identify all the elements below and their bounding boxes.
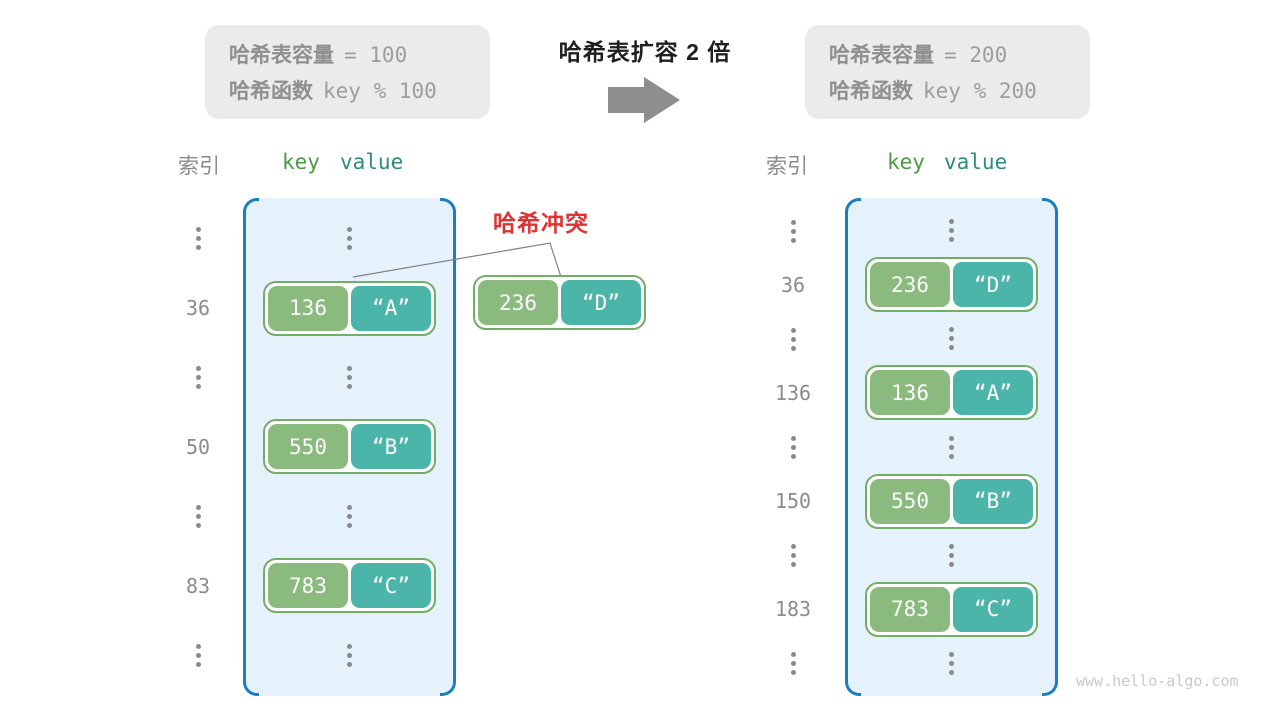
left-index-column: 36 50 83	[168, 198, 228, 696]
bucket-row: 783 “C”	[845, 581, 1058, 637]
left-value-header: value	[340, 150, 404, 174]
ellipsis-dots	[845, 312, 1058, 365]
bracket-right	[1042, 198, 1058, 696]
index-label: 183	[774, 597, 812, 621]
hash-table-after: 236 “D” 136 “A” 550 “B”	[845, 198, 1058, 696]
key-value-pair: 136 “A”	[865, 365, 1038, 421]
key-cell: 550	[268, 424, 348, 470]
collision-label: 哈希冲突	[493, 210, 589, 236]
hash-table-before: 136 “A” 550 “B” 783 “C”	[243, 198, 456, 696]
bracket-left	[845, 198, 861, 696]
right-index-header: 索引	[766, 155, 808, 178]
bracket-right	[440, 198, 456, 696]
value-cell: “A”	[351, 285, 431, 331]
ellipsis-dots	[168, 482, 228, 551]
key-cell: 236	[478, 280, 558, 325]
value-cell: “D”	[953, 262, 1033, 308]
index-label: 36	[780, 273, 806, 297]
ellipsis-dots	[243, 204, 456, 273]
right-value-header: value	[944, 150, 1008, 174]
key-cell: 136	[268, 285, 348, 331]
key-value-pair: 550 “B”	[263, 419, 436, 475]
value-cell: “C”	[351, 563, 431, 609]
value-cell: “A”	[953, 370, 1033, 416]
ellipsis-dots	[168, 343, 228, 412]
key-value-pair: 236 “D”	[865, 257, 1038, 313]
hash-function-line: 哈希函数 key % 200	[829, 75, 1066, 105]
ellipsis-dots	[168, 204, 228, 273]
value-cell: “B”	[953, 478, 1033, 524]
index-label: 136	[774, 381, 812, 405]
value-cell: “B”	[351, 424, 431, 470]
expand-arrow-icon	[608, 77, 680, 128]
key-value-pair: 550 “B”	[865, 473, 1038, 529]
capacity-line: 哈希表容量 = 100	[229, 39, 466, 69]
colliding-pair: 236 “D”	[473, 275, 646, 330]
ellipsis-dots	[845, 420, 1058, 473]
ellipsis-dots	[763, 204, 823, 258]
bucket-row: 783 “C”	[243, 551, 456, 620]
hash-function-value: key % 200	[923, 79, 1037, 103]
ellipsis-dots	[763, 636, 823, 690]
key-cell: 236	[870, 262, 950, 308]
index-label: 83	[185, 573, 211, 598]
hash-function-label: 哈希函数	[829, 80, 913, 103]
index-label: 50	[185, 434, 211, 459]
index-label: 36	[185, 296, 211, 321]
ellipsis-dots	[763, 312, 823, 366]
capacity-box-after: 哈希表容量 = 200 哈希函数 key % 200	[805, 25, 1090, 119]
ellipsis-dots	[763, 528, 823, 582]
key-value-pair: 783 “C”	[263, 558, 436, 614]
capacity-label: 哈希表容量	[829, 44, 934, 67]
hash-function-label: 哈希函数	[229, 80, 313, 103]
right-index-column: 36 136 150 183	[763, 198, 823, 696]
ellipsis-dots	[763, 420, 823, 474]
ellipsis-dots	[243, 621, 456, 690]
capacity-value: = 200	[944, 43, 1008, 67]
ellipsis-dots	[243, 482, 456, 551]
ellipsis-dots	[845, 204, 1058, 257]
hash-function-value: key % 100	[323, 79, 437, 103]
ellipsis-dots	[243, 343, 456, 412]
right-key-header: key	[887, 150, 925, 174]
bucket-row: 550 “B”	[243, 412, 456, 481]
bucket-row: 550 “B”	[845, 473, 1058, 529]
key-value-pair: 136 “A”	[263, 280, 436, 336]
key-cell: 783	[870, 586, 950, 632]
watermark: www.hello-algo.com	[1076, 672, 1239, 690]
key-cell: 550	[870, 478, 950, 524]
left-index-header: 索引	[178, 155, 220, 178]
collision-connector-lines	[340, 235, 580, 290]
ellipsis-dots	[845, 529, 1058, 582]
key-value-pair: 236 “D”	[473, 275, 646, 330]
key-cell: 783	[268, 563, 348, 609]
key-value-pair: 783 “C”	[865, 581, 1038, 637]
ellipsis-dots	[168, 621, 228, 690]
capacity-box-before: 哈希表容量 = 100 哈希函数 key % 100	[205, 25, 490, 119]
bracket-left	[243, 198, 259, 696]
value-cell: “D”	[561, 280, 641, 325]
bucket-row: 236 “D”	[845, 257, 1058, 313]
bucket-row: 136 “A”	[845, 365, 1058, 421]
capacity-label: 哈希表容量	[229, 44, 334, 67]
diagram-title: 哈希表扩容 2 倍	[558, 39, 732, 65]
index-label: 150	[774, 489, 812, 513]
left-key-header: key	[282, 150, 320, 174]
ellipsis-dots	[845, 637, 1058, 690]
hash-function-line: 哈希函数 key % 100	[229, 75, 466, 105]
key-cell: 136	[870, 370, 950, 416]
capacity-value: = 100	[344, 43, 408, 67]
bucket-row: 136 “A”	[243, 273, 456, 342]
value-cell: “C”	[953, 586, 1033, 632]
capacity-line: 哈希表容量 = 200	[829, 39, 1066, 69]
